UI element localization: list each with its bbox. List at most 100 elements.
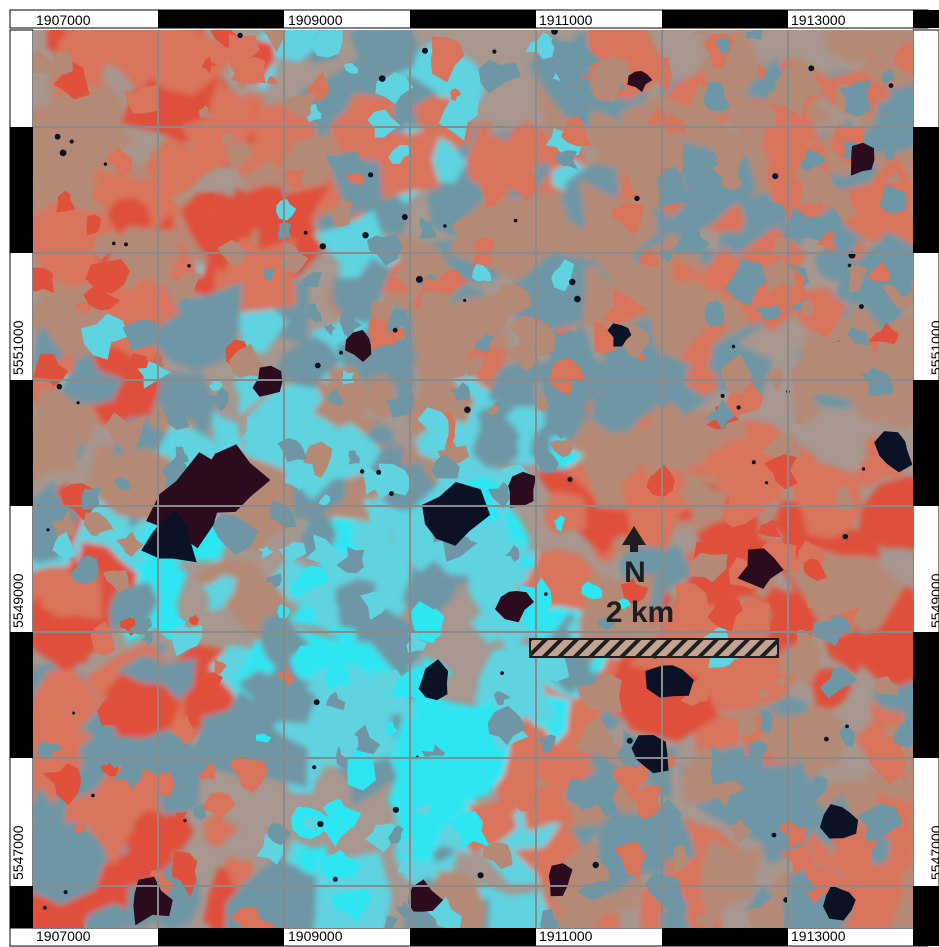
land-segment	[212, 411, 246, 455]
land-segment	[753, 305, 783, 322]
land-segment	[315, 816, 350, 847]
left-coordinate-label-1: 5551000	[10, 320, 26, 375]
land-segment	[549, 438, 574, 458]
land-segment	[299, 272, 323, 287]
land-segment	[540, 908, 559, 928]
land-segment	[33, 198, 96, 253]
land-segment	[85, 259, 130, 294]
land-segment	[763, 454, 798, 490]
land-segment	[790, 360, 824, 397]
land-segment	[758, 519, 781, 538]
land-segment	[791, 456, 862, 539]
land-segment	[418, 659, 449, 701]
land-segment	[387, 310, 408, 334]
land-segment	[478, 59, 521, 94]
land-segment	[278, 242, 309, 274]
land-segment	[417, 407, 449, 452]
land-segment	[874, 676, 899, 696]
land-segment	[868, 323, 899, 345]
land-segment	[175, 162, 198, 182]
land-segment	[474, 237, 496, 260]
land-segment	[388, 825, 404, 845]
land-segment	[778, 819, 807, 853]
pond	[544, 592, 548, 596]
pond	[313, 699, 320, 706]
land-segment	[693, 30, 711, 36]
land-segment	[494, 284, 532, 317]
land-segment	[83, 512, 114, 537]
land-segment	[746, 897, 785, 928]
land-segment	[198, 193, 220, 216]
land-segment	[203, 812, 241, 849]
land-segment	[325, 691, 346, 711]
land-segment	[267, 822, 291, 846]
land-segment	[147, 165, 166, 184]
land-segment	[851, 833, 878, 865]
land-segment	[487, 705, 527, 746]
land-segment	[462, 736, 508, 777]
frame-block	[158, 10, 284, 28]
frame-block	[410, 10, 536, 28]
land-segment	[408, 879, 444, 912]
pond	[376, 469, 382, 475]
land-segment	[553, 330, 585, 356]
land-segment	[444, 503, 539, 601]
land-segment	[428, 723, 465, 755]
pond	[72, 711, 76, 715]
land-segment	[535, 393, 549, 412]
land-segment	[175, 811, 188, 822]
land-segment	[295, 845, 328, 876]
land-segment	[115, 531, 144, 557]
land-segment	[819, 804, 859, 839]
pond	[368, 172, 374, 178]
land-segment	[472, 263, 492, 282]
land-segment	[800, 776, 829, 803]
land-segment	[306, 303, 322, 323]
land-segment	[214, 658, 227, 675]
land-segment	[331, 889, 371, 922]
land-segment	[336, 546, 365, 574]
pond	[443, 224, 447, 228]
land-segment	[680, 677, 711, 707]
land-segment	[448, 811, 491, 849]
pond	[187, 264, 191, 268]
land-segment	[223, 34, 260, 61]
land-segment	[471, 543, 495, 565]
land-segment	[384, 721, 398, 735]
land-segment	[97, 693, 131, 726]
land-segment	[700, 838, 766, 918]
land-segment	[505, 545, 520, 562]
land-segment	[243, 184, 287, 217]
land-segment	[560, 115, 592, 147]
land-segment	[333, 732, 359, 760]
land-segment	[727, 658, 755, 687]
frame-block	[913, 928, 939, 946]
land-segment	[289, 565, 330, 598]
land-segment	[759, 687, 769, 699]
land-segment	[339, 307, 362, 343]
land-segment	[823, 30, 871, 66]
pond	[401, 214, 408, 220]
land-segment	[583, 359, 630, 395]
pond	[69, 139, 74, 144]
land-segment	[803, 558, 827, 581]
land-segment	[724, 533, 747, 556]
pond	[731, 344, 736, 349]
land-segment	[277, 666, 297, 686]
land-segment	[419, 217, 437, 240]
land-segment	[450, 88, 462, 102]
pond	[91, 793, 95, 798]
land-segment	[583, 774, 621, 817]
land-segment	[406, 631, 428, 653]
land-segment	[283, 93, 318, 120]
land-segment	[241, 416, 268, 444]
land-segment	[673, 844, 693, 875]
land-segment	[861, 30, 913, 71]
pond	[183, 818, 187, 823]
land-segment	[737, 101, 777, 142]
land-segment	[439, 268, 469, 298]
land-segment	[83, 279, 121, 311]
land-segment	[323, 323, 336, 336]
land-segment	[482, 842, 513, 870]
